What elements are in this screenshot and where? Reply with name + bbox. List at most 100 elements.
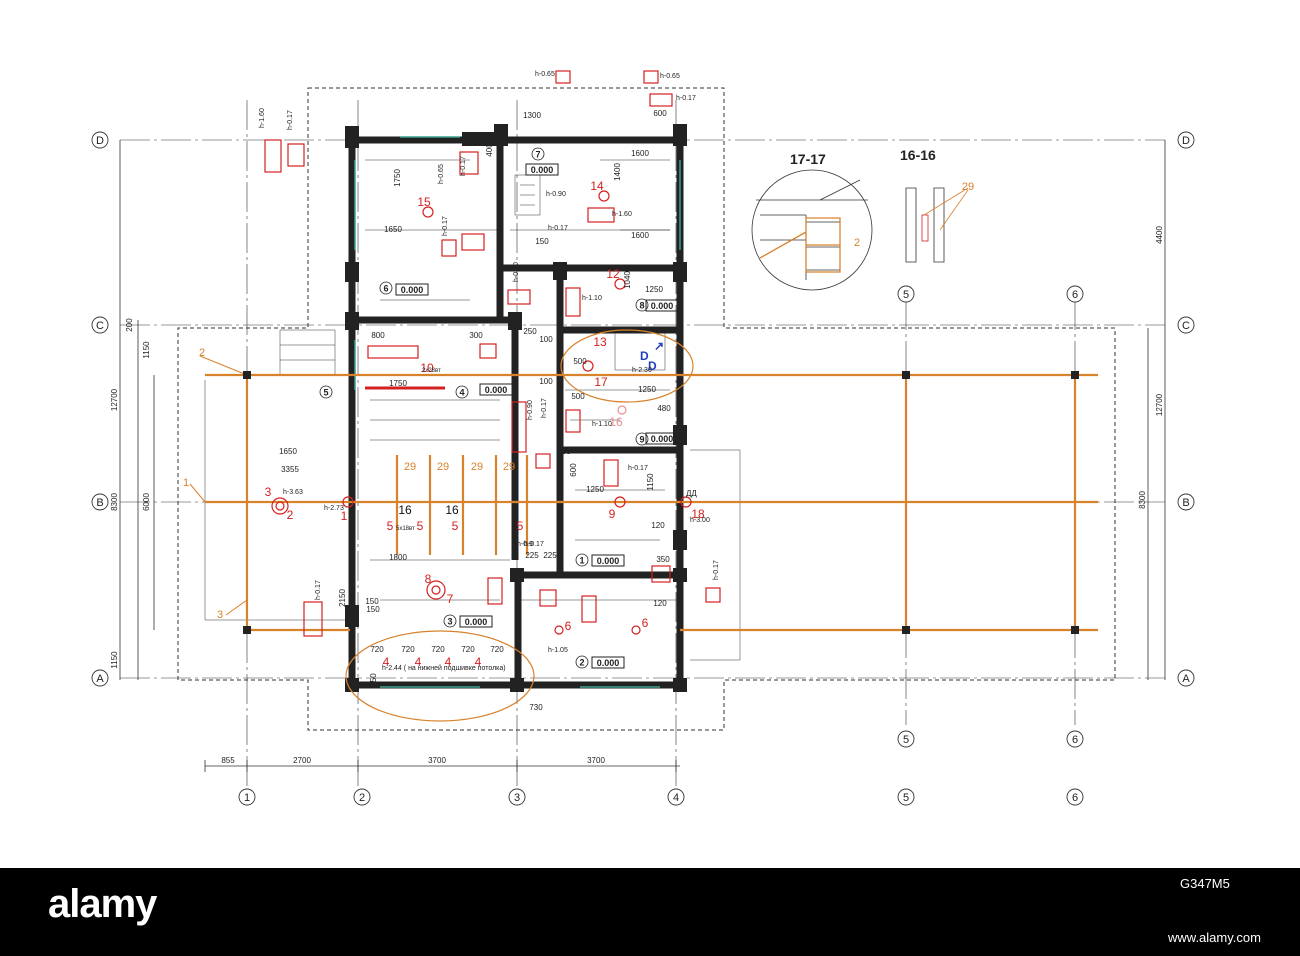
dim-inner-12: 300 — [469, 331, 483, 340]
socket-box — [461, 233, 485, 251]
axis-bubble-d-circle — [91, 131, 109, 149]
axis-bubble-b-circle — [91, 493, 109, 511]
red-mark-14: 6 — [565, 619, 572, 633]
wall-post — [673, 568, 687, 582]
dim-inner-11: 800 — [371, 331, 385, 340]
fixture-circle — [426, 580, 446, 600]
dim-inner-33: 150 — [365, 597, 379, 606]
height-label-20: h-3.00 — [690, 517, 710, 524]
axis-bubble-5-low: 5 — [903, 734, 909, 746]
section-title-16: 16-16 — [900, 147, 936, 163]
dim-inner-1: 600 — [653, 109, 667, 118]
red-mark-17: 4 — [415, 655, 422, 669]
blue-mark: D — [640, 349, 649, 363]
axis-bubble-c-circle — [91, 316, 109, 334]
height-label-25: h-0.17 — [713, 560, 720, 580]
dim-left-2: 6000 — [142, 493, 151, 511]
fixture-circle — [275, 501, 285, 511]
leader-line — [189, 483, 206, 503]
room-elevation: 0.000 — [597, 658, 620, 668]
height-label-21: h-0.9 — [517, 541, 533, 548]
dim-inner-5: 1400 — [613, 163, 622, 181]
dim-inner-13: 250 — [523, 327, 537, 336]
wall-post — [673, 262, 687, 282]
fixture-circle — [431, 585, 441, 595]
note-bottom-row: h-2.44 ( на нижней подшивке потолка) — [382, 664, 506, 672]
fixture-circle — [631, 625, 641, 635]
dim-inner-25: 1150 — [646, 473, 655, 491]
socket-box — [555, 70, 571, 84]
room-elevation-box — [395, 283, 429, 296]
dim-inner-23: 150 — [557, 447, 571, 456]
height-label-12: h-0.90 — [527, 400, 534, 420]
dim-inner-26: 1250 — [586, 485, 604, 494]
axis-bubble-6-low: 6 — [1072, 734, 1078, 746]
socket-box — [581, 595, 597, 623]
orange-mark-2: 29 — [471, 461, 483, 473]
dim-inner-2: 1750 — [393, 169, 402, 187]
room-number-4: 4 — [459, 388, 464, 398]
orange-mark-3: 29 — [503, 461, 515, 473]
height-label-10: h-0.17 — [442, 216, 449, 236]
dim-right-1: 12700 — [1155, 393, 1164, 416]
wall-post — [553, 262, 567, 280]
highlight-ellipse — [560, 329, 694, 403]
wall-post — [462, 132, 502, 146]
axis-bubble-1: 1 — [244, 792, 250, 804]
wall-post — [673, 124, 687, 146]
height-label-23: h-1.05 — [548, 647, 568, 654]
dim-ticks-bottom — [204, 760, 677, 772]
dim-left-4: 1150 — [142, 341, 151, 359]
axis-bubble-2-circle — [353, 788, 371, 806]
room-elevation: 0.000 — [485, 385, 508, 395]
room-elevation: 0.000 — [597, 556, 620, 566]
dim-bottom-0: 855 — [221, 756, 235, 765]
axis-bubble-a: A — [96, 673, 104, 685]
room-elevation: 0.000 — [401, 285, 424, 295]
red-mark-7: 3 — [265, 485, 272, 499]
socket-box — [651, 565, 671, 583]
socket-box — [643, 70, 659, 84]
axis-bubble-d: D — [96, 135, 104, 147]
wall-post — [345, 312, 359, 330]
dim-inner-39: 720 — [490, 645, 504, 654]
section-16-leader — [923, 187, 969, 231]
wall-post — [345, 126, 359, 148]
column-node — [1071, 626, 1079, 634]
red-mark-19: 4 — [475, 655, 482, 669]
axis-bubble-c-right: C — [1182, 320, 1190, 332]
dim-left-5: 200 — [125, 318, 134, 332]
height-label-11: h-0.90 — [513, 262, 520, 282]
room-number-2: 2 — [579, 658, 584, 668]
height-label-9: h-1.60 — [612, 211, 632, 218]
fixture-circle — [598, 190, 610, 202]
note-lamp: 5х18вт — [396, 526, 415, 532]
dark-mark-5: 5 — [517, 519, 524, 533]
height-label-15: h-2.30 — [632, 367, 652, 374]
orange-mark-8: 3 — [217, 609, 223, 621]
socket-box — [487, 577, 503, 605]
height-label-18: h-3.63 — [283, 489, 303, 496]
red-mark-13: 7 — [447, 592, 454, 606]
room-number-3: 3 — [447, 617, 452, 627]
axis-bubble-b-right: B — [1182, 497, 1189, 509]
dim-bottom-3: 3700 — [587, 756, 605, 765]
height-label-14: h-0.17 — [541, 398, 548, 418]
red-mark-0: 15 — [417, 195, 431, 209]
axis-bubble-a-right: A — [1182, 673, 1190, 685]
room-number-6: 6 — [383, 284, 388, 294]
room-number-9: 9 — [639, 435, 644, 445]
axis-bubble-1-circle — [238, 788, 256, 806]
socket-box — [535, 453, 551, 469]
wall-post — [673, 530, 687, 550]
dim-inner-37: 720 — [431, 645, 445, 654]
socket-box — [705, 587, 721, 603]
dim-right-2: 8300 — [1138, 491, 1147, 509]
fixture-circle — [422, 206, 434, 218]
height-label-5: h-0.65 — [438, 164, 445, 184]
dim-inner-29: 225 — [525, 551, 539, 560]
red-mark-9: 1 — [341, 509, 348, 523]
orange-mark-5: 2 — [854, 237, 860, 249]
room-number-circle — [575, 553, 589, 567]
socket-box — [459, 151, 479, 175]
